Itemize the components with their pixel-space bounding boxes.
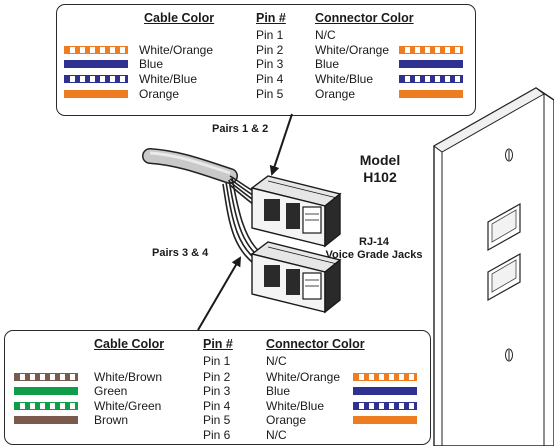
bottom-wiring-table: Cable Color Pin # Connector Color Pin 1 … bbox=[4, 330, 431, 445]
bottom-cable-swatch-white-brown bbox=[14, 373, 78, 381]
wall-plate bbox=[433, 87, 554, 446]
top-connector-4: White/Blue bbox=[315, 72, 374, 86]
top-connector-3: Blue bbox=[315, 57, 340, 71]
rj14-label-line1: RJ-14 bbox=[359, 236, 389, 248]
bottom-connector-2: White/Orange bbox=[266, 370, 341, 384]
arrow-pairs-34 bbox=[197, 256, 242, 331]
bottom-pin-6: Pin 6 bbox=[203, 428, 231, 442]
bottom-pin-2: Pin 2 bbox=[203, 370, 231, 384]
model-label-line2: H102 bbox=[363, 169, 397, 185]
top-connector-1: N/C bbox=[315, 28, 336, 42]
top-cable-swatch-white-orange bbox=[64, 46, 128, 54]
top-cable-swatch-white-blue bbox=[64, 75, 128, 83]
jack-opening-upper bbox=[487, 202, 521, 252]
top-cable-swatch-orange bbox=[64, 90, 128, 98]
bottom-cable-swatch-green bbox=[14, 387, 78, 395]
top-pin-1: Pin 1 bbox=[256, 28, 284, 42]
top-conn-swatch-orange bbox=[399, 90, 463, 98]
bottom-connector-5: Orange bbox=[266, 413, 307, 427]
top-conn-swatch-white-orange bbox=[399, 46, 463, 54]
bottom-cable-4: White/Green bbox=[94, 399, 162, 413]
top-cable-4: White/Blue bbox=[139, 72, 198, 86]
top-wiring-table: Cable Color Pin # Connector Color Pin 1 … bbox=[56, 4, 476, 116]
screw-icon-top bbox=[505, 148, 513, 162]
bottom-connector-1: N/C bbox=[266, 354, 287, 368]
bottom-pin-5: Pin 5 bbox=[203, 413, 231, 427]
jack-opening-lower bbox=[487, 252, 521, 302]
top-connector-2: White/Orange bbox=[315, 43, 390, 57]
top-cable-5: Orange bbox=[139, 87, 180, 101]
rj14-label-line2: Voice Grade Jacks bbox=[325, 249, 423, 261]
pairs-1-2-label: Pairs 1 & 2 bbox=[212, 123, 269, 135]
bottom-cable-5: Brown bbox=[94, 413, 129, 427]
rj14-jack-lower bbox=[250, 241, 342, 314]
top-header-cable-color: Cable Color bbox=[144, 11, 215, 25]
bottom-conn-swatch-orange bbox=[353, 416, 417, 424]
top-connector-5: Orange bbox=[315, 87, 356, 101]
pairs-3-4-label: Pairs 3 & 4 bbox=[152, 247, 209, 259]
model-label-line1: Model bbox=[359, 152, 401, 168]
top-pin-4: Pin 4 bbox=[256, 72, 284, 86]
bottom-pin-3: Pin 3 bbox=[203, 384, 231, 398]
top-header-connector-color: Connector Color bbox=[315, 11, 414, 25]
bottom-header-cable-color: Cable Color bbox=[94, 337, 165, 351]
bottom-pin-4: Pin 4 bbox=[203, 399, 231, 413]
top-cable-2: White/Orange bbox=[139, 43, 214, 57]
bottom-pin-1: Pin 1 bbox=[203, 354, 231, 368]
bottom-cable-swatch-white-green bbox=[14, 402, 78, 410]
bottom-cable-3: Green bbox=[94, 384, 128, 398]
bottom-cable-2: White/Brown bbox=[94, 370, 163, 384]
top-conn-swatch-blue bbox=[399, 60, 463, 68]
bottom-conn-swatch-white-blue bbox=[353, 402, 417, 410]
bottom-cable-swatch-brown bbox=[14, 416, 78, 424]
top-pin-3: Pin 3 bbox=[256, 57, 284, 71]
top-cable-swatch-blue bbox=[64, 60, 128, 68]
rj14-label: RJ-14 Voice Grade Jacks bbox=[312, 236, 436, 262]
top-pin-2: Pin 2 bbox=[256, 43, 284, 57]
top-conn-swatch-white-blue bbox=[399, 75, 463, 83]
arrow-pairs-12 bbox=[269, 113, 293, 176]
bottom-header-pin: Pin # bbox=[203, 337, 233, 351]
bottom-conn-swatch-white-orange bbox=[353, 373, 417, 381]
bottom-connector-6: N/C bbox=[266, 428, 287, 442]
bottom-connector-4: White/Blue bbox=[266, 399, 325, 413]
bottom-header-connector-color: Connector Color bbox=[266, 337, 365, 351]
top-pin-5: Pin 5 bbox=[256, 87, 284, 101]
rj14-jack-upper bbox=[250, 175, 342, 248]
screw-icon-bottom bbox=[505, 348, 513, 362]
top-cable-3: Blue bbox=[139, 57, 164, 71]
top-header-pin: Pin # bbox=[256, 11, 286, 25]
model-label: Model H102 bbox=[350, 152, 410, 186]
bottom-conn-swatch-blue bbox=[353, 387, 417, 395]
bottom-connector-3: Blue bbox=[266, 384, 291, 398]
